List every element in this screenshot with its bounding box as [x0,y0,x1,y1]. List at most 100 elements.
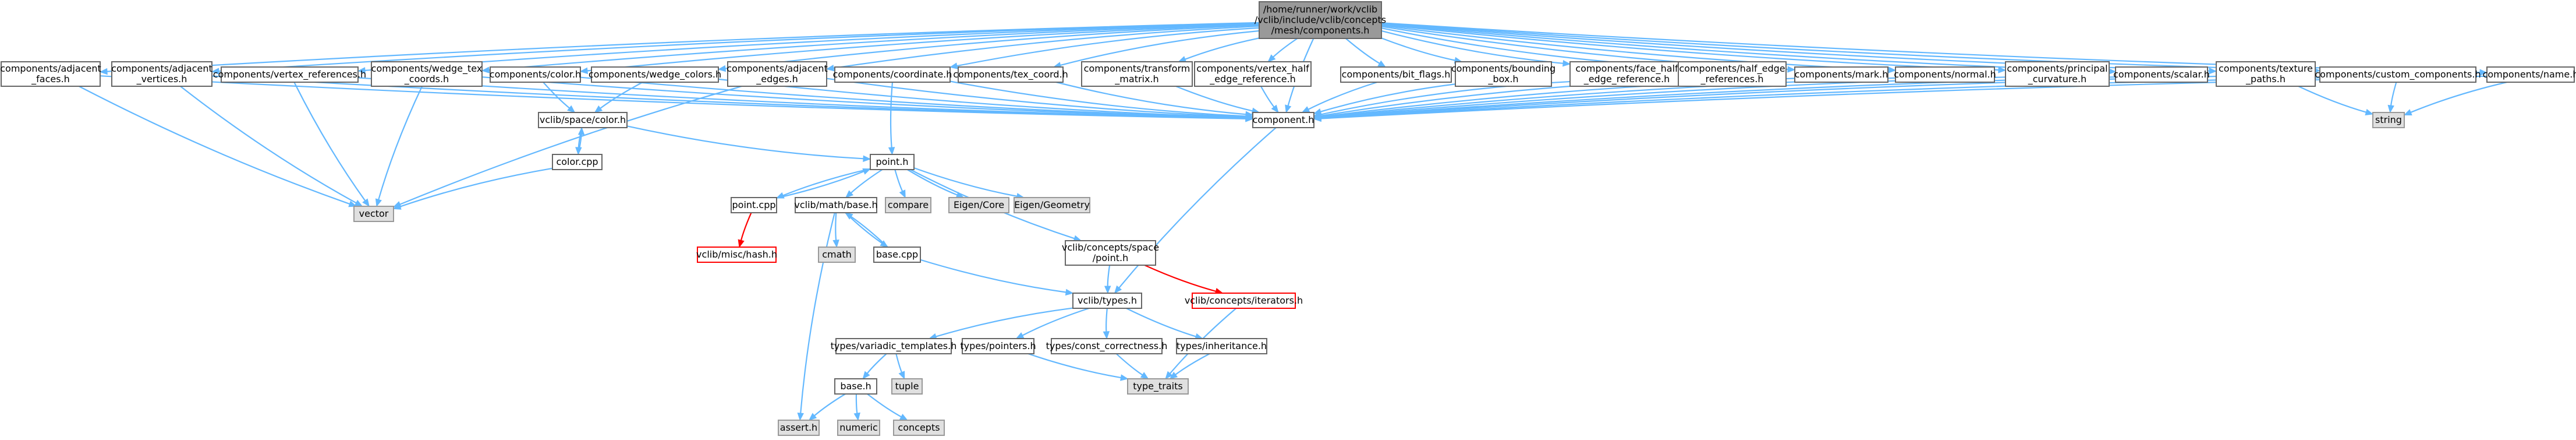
node-fhalf[interactable]: components/face_half_edge_reference.h [1569,61,1684,87]
node-label: Eigen/Core [954,199,1004,210]
edge-base_h-to-cmath [832,212,839,248]
node-label: components/vertex_half [1196,63,1309,75]
node-custom[interactable]: components/custom_components.h [2315,66,2481,83]
node-label: components/tex_coord.h [953,69,1068,80]
node-component[interactable]: component.h [1252,112,1314,128]
node-label: _coords.h [404,73,449,85]
node-eigen-geom: Eigen/Geometry [1014,197,1090,213]
node-label: components/coordinate.h [833,69,952,80]
node-wedge-tex[interactable]: components/wedge_tex_coords.h [371,61,483,87]
edge-root-to-coordinate [949,27,1260,69]
node-label: types/const_correctness.h [1046,340,1168,352]
node-label: cmath [822,249,852,260]
edge-root-to-principal [1381,24,2007,73]
node-label: components/bit_flags.h [1342,69,1451,80]
node-root[interactable]: /home/runner/work/vclib/vclib/include/vc… [1255,1,1386,39]
node-label: components/name.h [2483,69,2576,80]
node-iterators[interactable]: vclib/concepts/iterators.h [1185,293,1303,309]
node-wedge-colors[interactable]: components/wedge_colors.h [589,66,721,83]
edge-point_h-to-base_h [845,169,883,198]
node-mark[interactable]: components/mark.h [1794,66,1888,83]
edge-name-to-string [2403,81,2507,115]
edge-color_cpp-to-space_color [577,126,585,155]
node-label: _curvature.h [2028,73,2087,85]
node-label: vclib/space/color.h [540,114,626,125]
node-label: numeric [839,422,878,433]
node-types-base[interactable]: base.h [834,378,877,395]
node-halfrefs[interactable]: components/half_edge_references.h [1678,61,1787,87]
node-adj-vertices[interactable]: components/adjacent_vertices.h [111,61,212,87]
node-constcorr[interactable]: types/const_correctness.h [1046,338,1168,354]
node-eigen-core: Eigen/Core [948,197,1009,213]
node-label: types/variadic_templates.h [831,340,957,352]
edge-base_cpp-to-types_h [920,259,1074,296]
node-label: vclib/types.h [1078,295,1137,306]
edge-base_cpp-to-base_h [844,212,888,248]
node-label: _box.h [1487,73,1518,85]
edge-space_color-to-point_h [626,125,871,162]
edge-wedge_tex-to-vector [375,86,423,207]
node-label: component.h [1253,114,1314,125]
node-color-cpp[interactable]: color.cpp [552,154,603,170]
edge-variadic-to-tuple [895,353,905,380]
edge-component-to-types_h [1114,127,1277,294]
node-vertex-refs[interactable]: components/vertex_references.h [213,66,366,83]
node-inheritance[interactable]: types/inheritance.h [1176,338,1267,354]
node-point-h[interactable]: point.h [870,154,915,170]
node-name[interactable]: components/name.h [2483,66,2576,83]
edge-types_base-to-numeric [853,393,860,421]
node-base-h[interactable]: vclib/math/base.h [794,197,878,213]
node-principal[interactable]: components/principal_curvature.h [2005,61,2110,87]
node-label: /point.h [1093,252,1128,263]
node-normal[interactable]: components/normal.h [1894,66,1996,83]
node-pointers[interactable]: types/pointers.h [960,338,1036,354]
node-tex-coord[interactable]: components/tex_coord.h [953,66,1068,83]
node-label: base.h [840,381,871,392]
node-bitflags[interactable]: components/bit_flags.h [1340,66,1452,83]
node-label: _edge_reference.h [1583,73,1670,85]
node-transform[interactable]: components/transform_matrix.h [1081,61,1193,87]
node-bbox[interactable]: components/bounding_box.h [1451,61,1555,87]
node-label: _edge_reference.h [1209,73,1296,85]
node-label: components/vertex_references.h [213,69,366,80]
edge-constcorr-to-type_traits [1115,353,1149,379]
node-adj-faces[interactable]: components/adjacent_faces.h [0,61,101,87]
node-vhalf[interactable]: components/vertex_half_edge_reference.h [1194,61,1312,87]
node-types-h[interactable]: vclib/types.h [1072,293,1142,309]
node-space-color[interactable]: vclib/space/color.h [538,112,628,128]
node-variadic[interactable]: types/variadic_templates.h [831,338,957,354]
node-label: /home/runner/work/vclib [1263,4,1377,15]
edge-pointers-to-type_traits [1027,353,1129,381]
node-label: components/mark.h [1795,69,1888,80]
node-label: components/scalar.h [2113,69,2210,80]
edge-wedge_colors-to-space_color [594,82,643,113]
node-label: components/custom_components.h [2315,69,2481,80]
node-assert: assert.h [778,420,820,436]
node-label: _edges.h [756,73,798,85]
node-texpaths[interactable]: components/texture_paths.h [2216,61,2316,87]
node-label: components/adjacent [727,63,828,74]
node-hash[interactable]: vclib/misc/hash.h [696,247,777,263]
node-coordinate[interactable]: components/coordinate.h [833,66,952,83]
node-point-cpp[interactable]: point.cpp [731,197,777,213]
edge-point_cpp-to-hash [738,212,752,248]
node-scalar[interactable]: components/scalar.h [2113,66,2210,83]
node-concepts-point[interactable]: vclib/concepts/space/point.h [1062,240,1159,266]
edge-root-to-vertex_refs [357,22,1260,74]
node-label: _vertices.h [136,73,187,85]
edge-types_h-to-pointers [1015,307,1090,339]
node-label: string [2375,114,2402,125]
node-base-cpp[interactable]: base.cpp [873,247,921,263]
edge-adj_vertices-to-vector [180,86,363,207]
node-label: compare [888,199,929,210]
node-label: components/wedge_tex [371,63,483,75]
edge-point_h-to-eigen_core [907,169,965,198]
node-adj-edges[interactable]: components/adjacent_edges.h [727,61,828,87]
node-label: types/inheritance.h [1177,340,1267,351]
node-label: color.cpp [556,156,598,167]
node-numeric: numeric [837,420,880,436]
node-color[interactable]: components/color.h [490,66,581,83]
node-label: tuple [895,381,919,392]
